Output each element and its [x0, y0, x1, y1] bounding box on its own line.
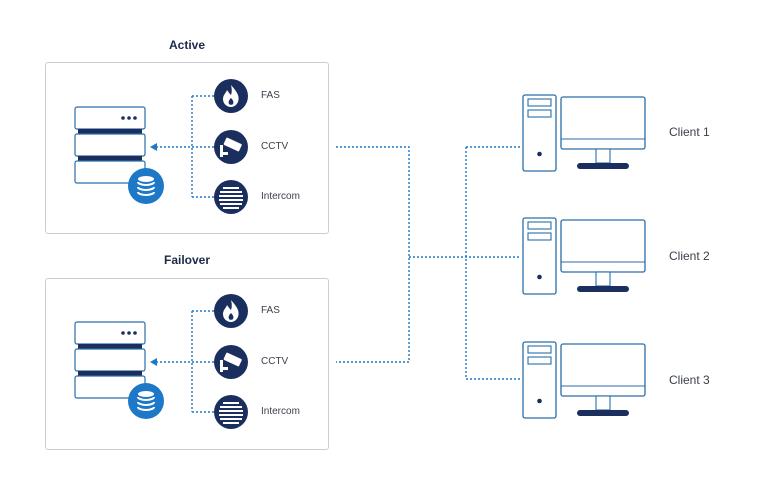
failover-database-icon	[127, 382, 165, 420]
connection-lines	[156, 95, 520, 413]
failover-intercom-label: Intercom	[261, 406, 300, 417]
failover-server-stack	[74, 321, 146, 399]
failover-fas-flame-icon	[214, 294, 248, 328]
client-1-workstation-icon	[522, 94, 646, 172]
failover-cctv-label: CCTV	[261, 356, 289, 367]
active-database-icon	[127, 167, 165, 205]
client-2-workstation-icon	[522, 217, 646, 295]
group-title-active: Active	[168, 38, 206, 52]
failover-panel	[45, 278, 329, 450]
active-intercom-label: Intercom	[261, 191, 300, 202]
active-cctv-camera-icon	[214, 130, 248, 164]
client-3-workstation-icon	[522, 341, 646, 419]
failover-cctv-camera-icon	[214, 345, 248, 379]
arrow-failover	[150, 358, 157, 366]
active-fas-label: FAS	[261, 90, 280, 101]
client-2-label: Client 2	[669, 249, 710, 263]
active-intercom-speaker-icon	[214, 180, 248, 214]
active-cctv-label: CCTV	[261, 141, 289, 152]
active-fas-flame-icon	[214, 79, 248, 113]
group-title-failover: Failover	[163, 253, 211, 267]
active-server-stack	[74, 106, 146, 184]
failover-intercom-speaker-icon	[214, 395, 248, 429]
failover-fas-label: FAS	[261, 305, 280, 316]
client-1-label: Client 1	[669, 125, 710, 139]
client-3-label: Client 3	[669, 373, 710, 387]
arrow-active	[150, 143, 157, 151]
